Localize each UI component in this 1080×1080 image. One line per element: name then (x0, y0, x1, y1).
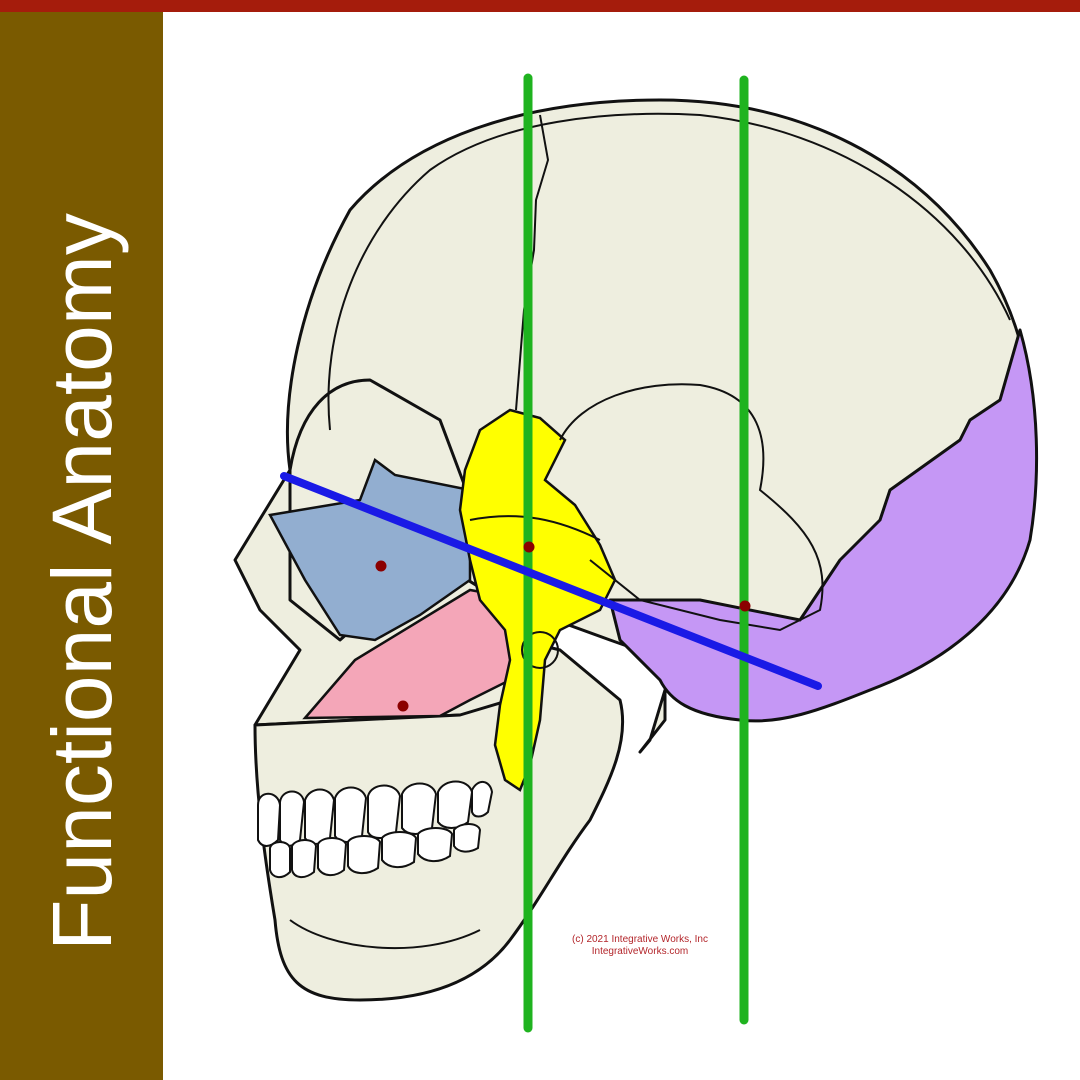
marker-dot-pink-region (397, 700, 409, 712)
blue-region (268, 457, 472, 642)
temporal-border (559, 383, 824, 632)
styloid (638, 688, 667, 754)
copyright-notice: (c) 2021 Integrative Works, Inc Integrat… (540, 934, 740, 958)
zygomatic-arch (469, 515, 601, 541)
top-accent-bar (0, 0, 1080, 12)
copyright-line-1: (c) 2021 Integrative Works, Inc (572, 934, 708, 945)
marker-dot-blue-region (375, 560, 387, 572)
teeth (257, 780, 494, 878)
sidebar: Functional Anatomy (0, 12, 163, 1080)
marker-dot-occipital (739, 600, 751, 612)
inner-cranium-line (327, 112, 1011, 431)
mandible-inner (289, 919, 481, 950)
occipital-region (608, 328, 1039, 723)
diagonal-line (280, 472, 822, 690)
sphenoid-region (458, 408, 617, 792)
coronal-suture (515, 114, 550, 411)
copyright-line-2: IntegrativeWorks.com (591, 946, 689, 957)
marker-dot-sphenoid (523, 541, 535, 553)
